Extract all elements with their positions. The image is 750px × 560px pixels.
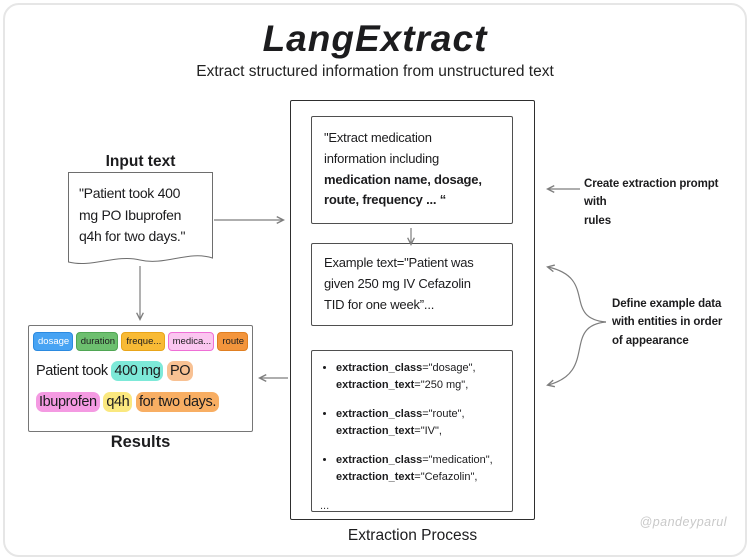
extraction-item: extraction_class="route", extraction_tex… (336, 406, 508, 439)
extraction-item: extraction_class="dosage", extraction_te… (336, 360, 508, 393)
extraction-process-label: Extraction Process (347, 527, 478, 544)
extraction-item: extraction_class="medication", extractio… (336, 452, 508, 485)
annotated-sentence-line1: Patient took 400 mg PO (36, 356, 248, 387)
entity-tag-duration: duration (75, 332, 119, 351)
extraction-list-ellipsis: ... (320, 500, 330, 512)
results-label: Results (110, 433, 171, 451)
document-shape-icon (68, 172, 213, 264)
input-document: "Patient took 400 mg PO Ibuprofen q4h fo… (68, 172, 213, 272)
extraction-process-box: "Extract medication information includin… (290, 100, 535, 520)
annotated-sentence: Patient took 400 mg PO Ibuprofen q4h for… (36, 356, 248, 418)
page-title: LangExtract (262, 18, 488, 59)
example-box: Example text="Patient was given 250 mg I… (311, 243, 513, 326)
input-text-label: Input text (105, 153, 176, 170)
annotated-sentence-line2: Ibuprofen q4h for two days. (36, 387, 248, 418)
example-annotation: Define example data with entities in ord… (612, 298, 723, 347)
prompt-box: "Extract medication information includin… (311, 116, 513, 224)
arrow-example-note-upper (548, 267, 607, 323)
input-document-text: "Patient took 400 mg PO Ibuprofen q4h fo… (79, 185, 186, 245)
prompt-annotation: Create extraction prompt with rules (584, 178, 719, 227)
entity-tag-dosage: dosage (33, 332, 73, 351)
entity-tag-route: route (217, 332, 249, 351)
arrow-example-note-lower (548, 321, 607, 385)
entity-tag-freque: freque... (121, 332, 165, 351)
page-subtitle: Extract structured information from unst… (196, 63, 554, 80)
extraction-list: extraction_class="dosage", extraction_te… (318, 360, 508, 485)
watermark: @pandeyparul (639, 515, 727, 529)
entity-tag-medica: medica... (167, 332, 215, 351)
extractions-box: extraction_class="dosage", extraction_te… (311, 350, 513, 512)
